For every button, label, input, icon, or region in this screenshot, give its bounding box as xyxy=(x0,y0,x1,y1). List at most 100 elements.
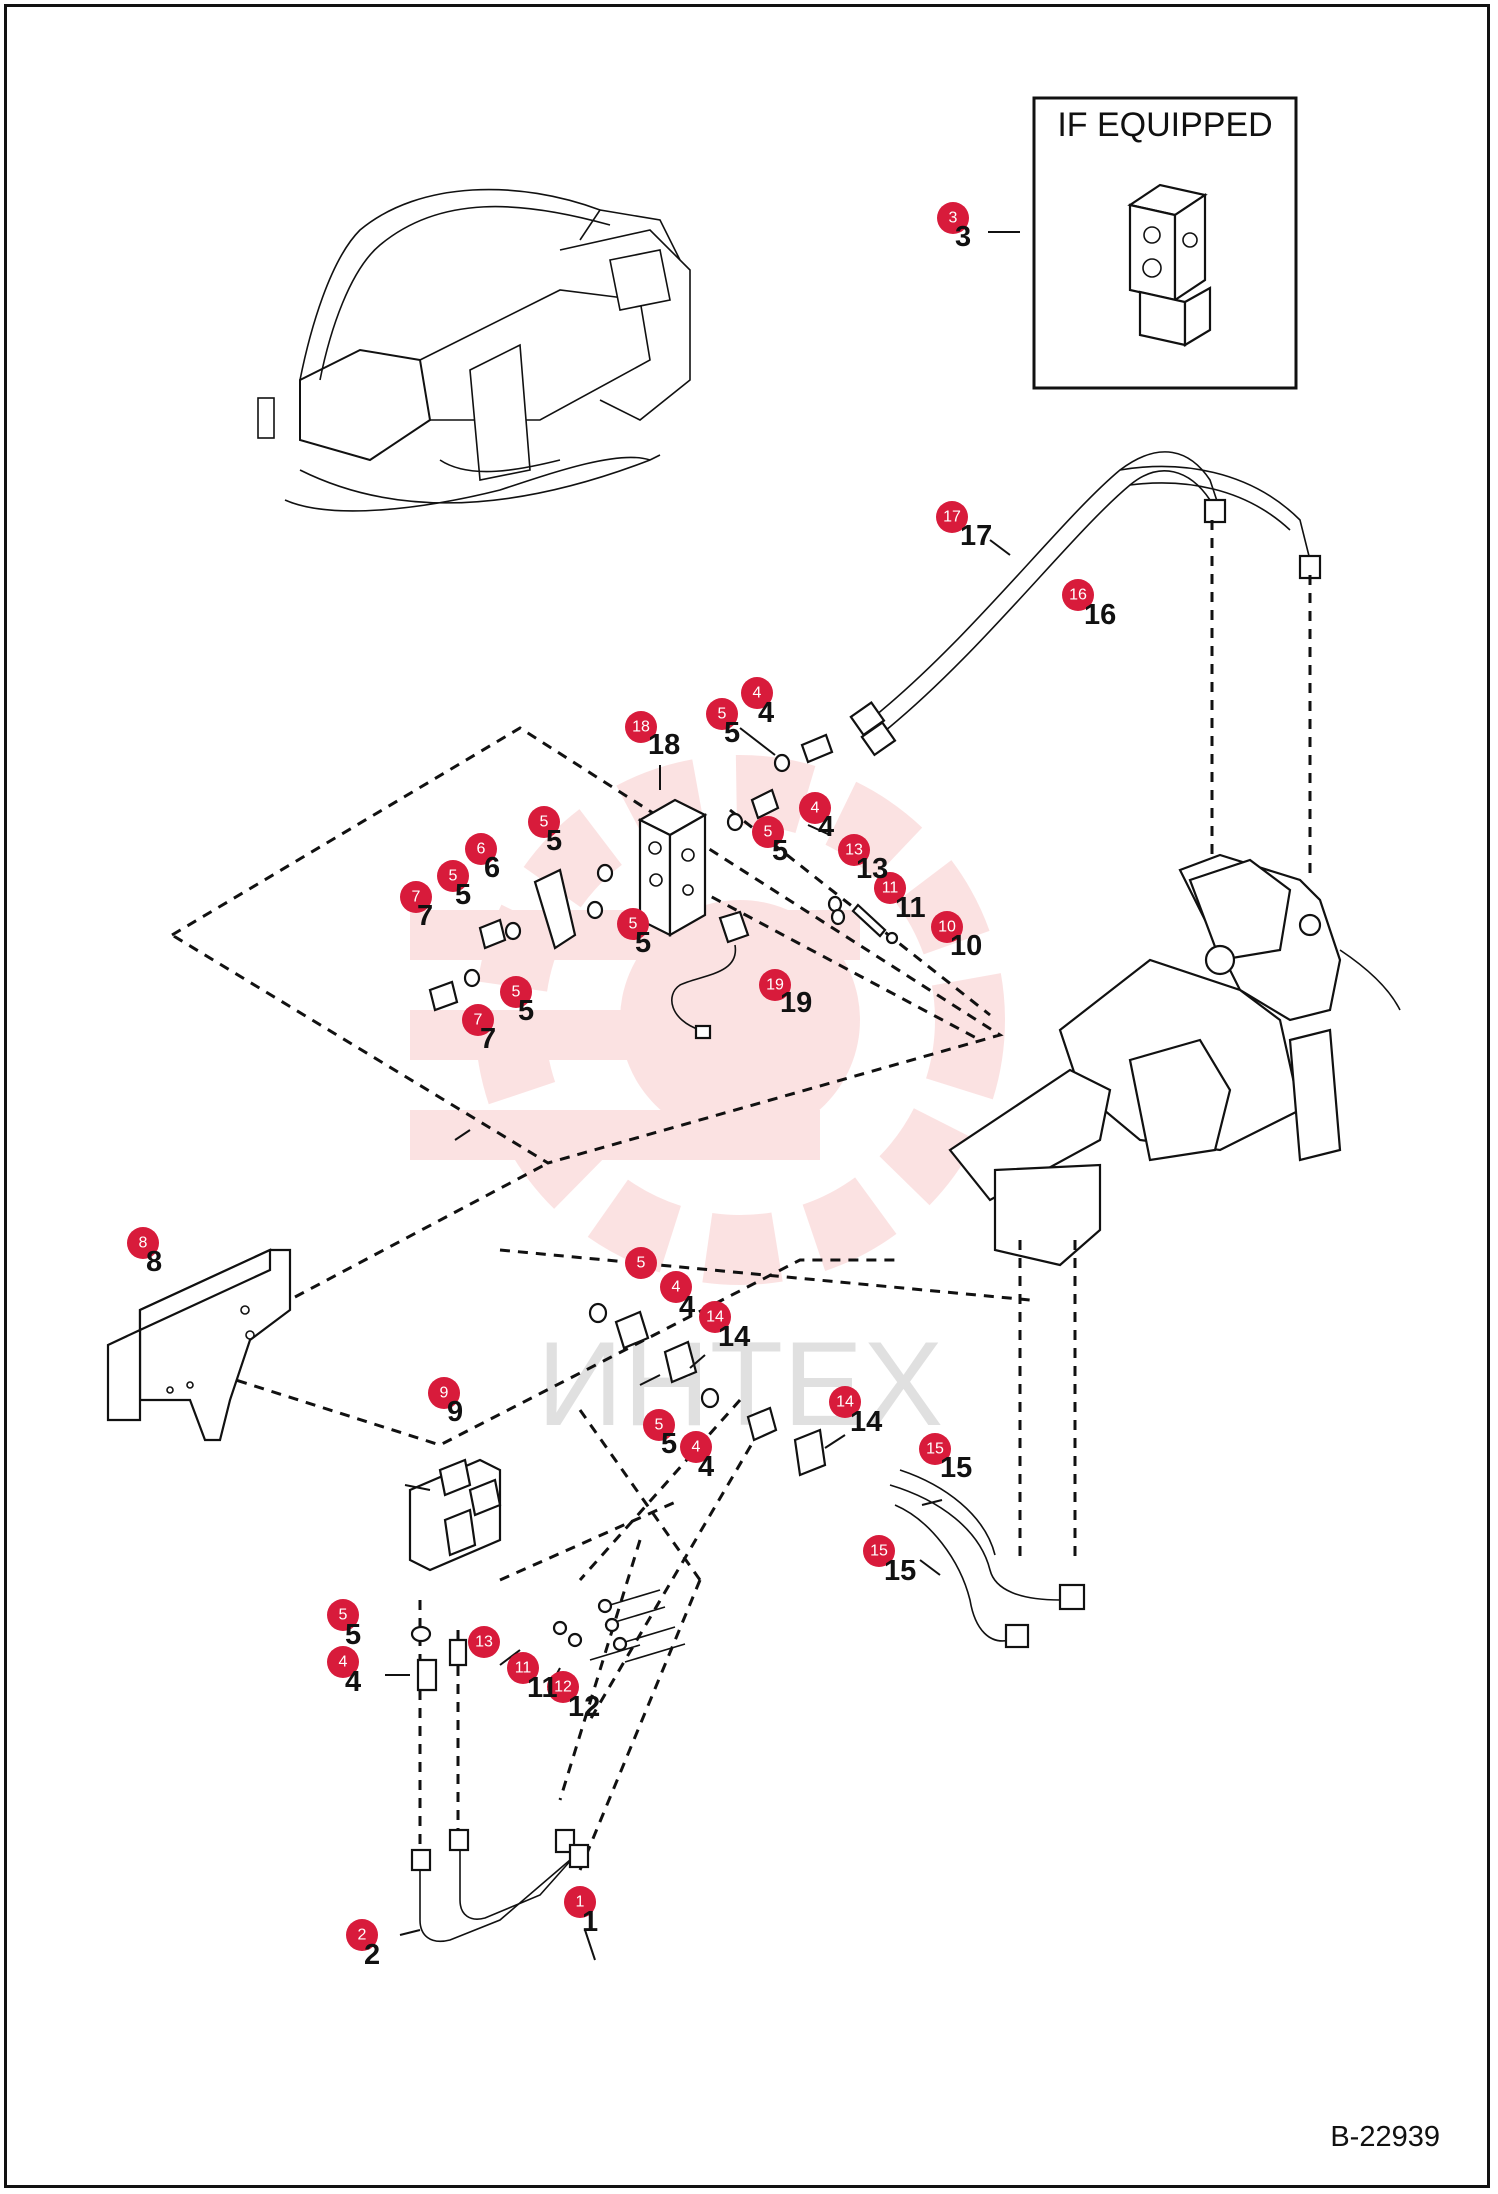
callout-5[interactable]: 5 xyxy=(500,976,532,1008)
svg-text:17: 17 xyxy=(960,520,992,552)
callout-7[interactable]: 7 xyxy=(462,1004,494,1036)
svg-text:10: 10 xyxy=(950,930,982,962)
svg-text:5: 5 xyxy=(661,1428,677,1460)
callout-5[interactable]: 5 xyxy=(625,1247,657,1279)
reference-numbers: 3 17 16 18 4 5 4 5 13 11 10 6 5 5 7 5 5 … xyxy=(146,221,1116,1971)
callout-15[interactable]: 15 xyxy=(919,1433,951,1465)
callout-17[interactable]: 17 xyxy=(936,501,968,533)
svg-text:19: 19 xyxy=(780,987,812,1019)
callout-14[interactable]: 14 xyxy=(699,1301,731,1333)
callout-9[interactable]: 9 xyxy=(428,1377,460,1409)
callout-6[interactable]: 6 xyxy=(465,833,497,865)
callout-4[interactable]: 4 xyxy=(680,1431,712,1463)
svg-text:11: 11 xyxy=(527,1672,558,1704)
optional-valve-icon xyxy=(1127,183,1212,347)
svg-text:2: 2 xyxy=(364,1939,380,1971)
svg-text:5: 5 xyxy=(718,706,727,723)
valve-block-18 xyxy=(637,798,708,937)
svg-text:5: 5 xyxy=(772,835,788,867)
svg-text:14: 14 xyxy=(706,1309,724,1326)
callout-4[interactable]: 4 xyxy=(741,677,773,709)
tube-assembly-1-2 xyxy=(410,1828,590,1942)
svg-text:5: 5 xyxy=(655,1417,664,1434)
fittings-upper xyxy=(428,733,899,1012)
svg-text:16: 16 xyxy=(1069,587,1087,604)
callout-4[interactable]: 4 xyxy=(660,1271,692,1303)
svg-text:5: 5 xyxy=(540,814,549,831)
callout-5[interactable]: 5 xyxy=(706,698,738,730)
callout-15[interactable]: 15 xyxy=(863,1535,895,1567)
callout-8[interactable]: 8 xyxy=(127,1227,159,1259)
svg-text:11: 11 xyxy=(882,880,899,897)
svg-text:4: 4 xyxy=(692,1439,701,1456)
overview-assembly-drawing xyxy=(257,188,691,512)
callout-3[interactable]: 3 xyxy=(937,202,969,234)
svg-text:7: 7 xyxy=(412,889,421,906)
svg-text:4: 4 xyxy=(811,800,820,817)
callout-13[interactable]: 13 xyxy=(468,1626,500,1658)
svg-text:4: 4 xyxy=(345,1666,361,1698)
svg-text:5: 5 xyxy=(339,1607,348,1624)
callout-19[interactable]: 19 xyxy=(759,969,791,1001)
svg-text:7: 7 xyxy=(474,1012,483,1029)
svg-text:7: 7 xyxy=(417,900,433,932)
svg-text:1: 1 xyxy=(576,1894,585,1911)
watermark-logo xyxy=(410,755,1005,1285)
callout-1[interactable]: 1 xyxy=(564,1886,596,1918)
svg-text:5: 5 xyxy=(546,825,562,857)
hose-assembly-upper xyxy=(849,451,1322,757)
svg-text:4: 4 xyxy=(758,697,774,729)
callout-14[interactable]: 14 xyxy=(829,1386,861,1418)
svg-text:5: 5 xyxy=(345,1619,361,1651)
mounting-bracket-8 xyxy=(106,1248,292,1442)
svg-text:4: 4 xyxy=(339,1654,348,1671)
svg-text:14: 14 xyxy=(850,1406,882,1438)
pedal-valve-assembly xyxy=(948,853,1401,1267)
svg-text:10: 10 xyxy=(938,919,956,936)
callout-11[interactable]: 11 xyxy=(874,872,906,904)
svg-text:14: 14 xyxy=(718,1321,750,1353)
svg-text:3: 3 xyxy=(949,210,958,227)
callout-4[interactable]: 4 xyxy=(327,1646,359,1678)
callout-5[interactable]: 5 xyxy=(327,1599,359,1631)
callout-5[interactable]: 5 xyxy=(643,1409,675,1441)
callout-13[interactable]: 13 xyxy=(838,834,870,866)
svg-text:4: 4 xyxy=(753,685,762,702)
svg-text:15: 15 xyxy=(884,1555,916,1587)
callout-12[interactable]: 12 xyxy=(547,1671,579,1703)
svg-text:2: 2 xyxy=(358,1927,367,1944)
callout-11[interactable]: 11 xyxy=(507,1652,539,1684)
callout-16[interactable]: 16 xyxy=(1062,579,1094,611)
svg-text:8: 8 xyxy=(146,1246,162,1278)
svg-text:1: 1 xyxy=(582,1906,598,1938)
svg-text:5: 5 xyxy=(764,824,773,841)
callout-7[interactable]: 7 xyxy=(400,881,432,913)
if-equipped-label: IF EQUIPPED xyxy=(1057,106,1272,144)
svg-text:4: 4 xyxy=(698,1451,714,1483)
svg-text:13: 13 xyxy=(856,853,888,885)
callout-5[interactable]: 5 xyxy=(617,908,649,940)
callout-18[interactable]: 18 xyxy=(625,711,657,743)
svg-text:5: 5 xyxy=(629,916,638,933)
svg-text:15: 15 xyxy=(926,1441,944,1458)
svg-text:12: 12 xyxy=(554,1679,572,1696)
callout-markers: 3 17 16 18 4 5 5 4 5 13 11 10 6 5 7 5 5 … xyxy=(127,202,1094,1951)
callout-5[interactable]: 5 xyxy=(437,860,469,892)
callout-2[interactable]: 2 xyxy=(346,1919,378,1951)
callout-5[interactable]: 5 xyxy=(752,816,784,848)
svg-text:5: 5 xyxy=(637,1255,646,1272)
svg-text:4: 4 xyxy=(672,1279,681,1296)
callout-5[interactable]: 5 xyxy=(528,806,560,838)
svg-text:8: 8 xyxy=(139,1235,148,1252)
valve-block-9 xyxy=(408,1458,502,1572)
svg-text:9: 9 xyxy=(447,1396,463,1428)
fittings-lower xyxy=(410,1302,827,1692)
svg-text:5: 5 xyxy=(455,879,471,911)
callout-10[interactable]: 10 xyxy=(931,911,963,943)
callout-4[interactable]: 4 xyxy=(799,792,831,824)
svg-text:16: 16 xyxy=(1084,599,1116,631)
svg-text:7: 7 xyxy=(480,1023,496,1055)
svg-text:19: 19 xyxy=(766,977,784,994)
if-equipped-box: IF EQUIPPED xyxy=(1032,96,1298,390)
svg-text:15: 15 xyxy=(940,1452,972,1484)
